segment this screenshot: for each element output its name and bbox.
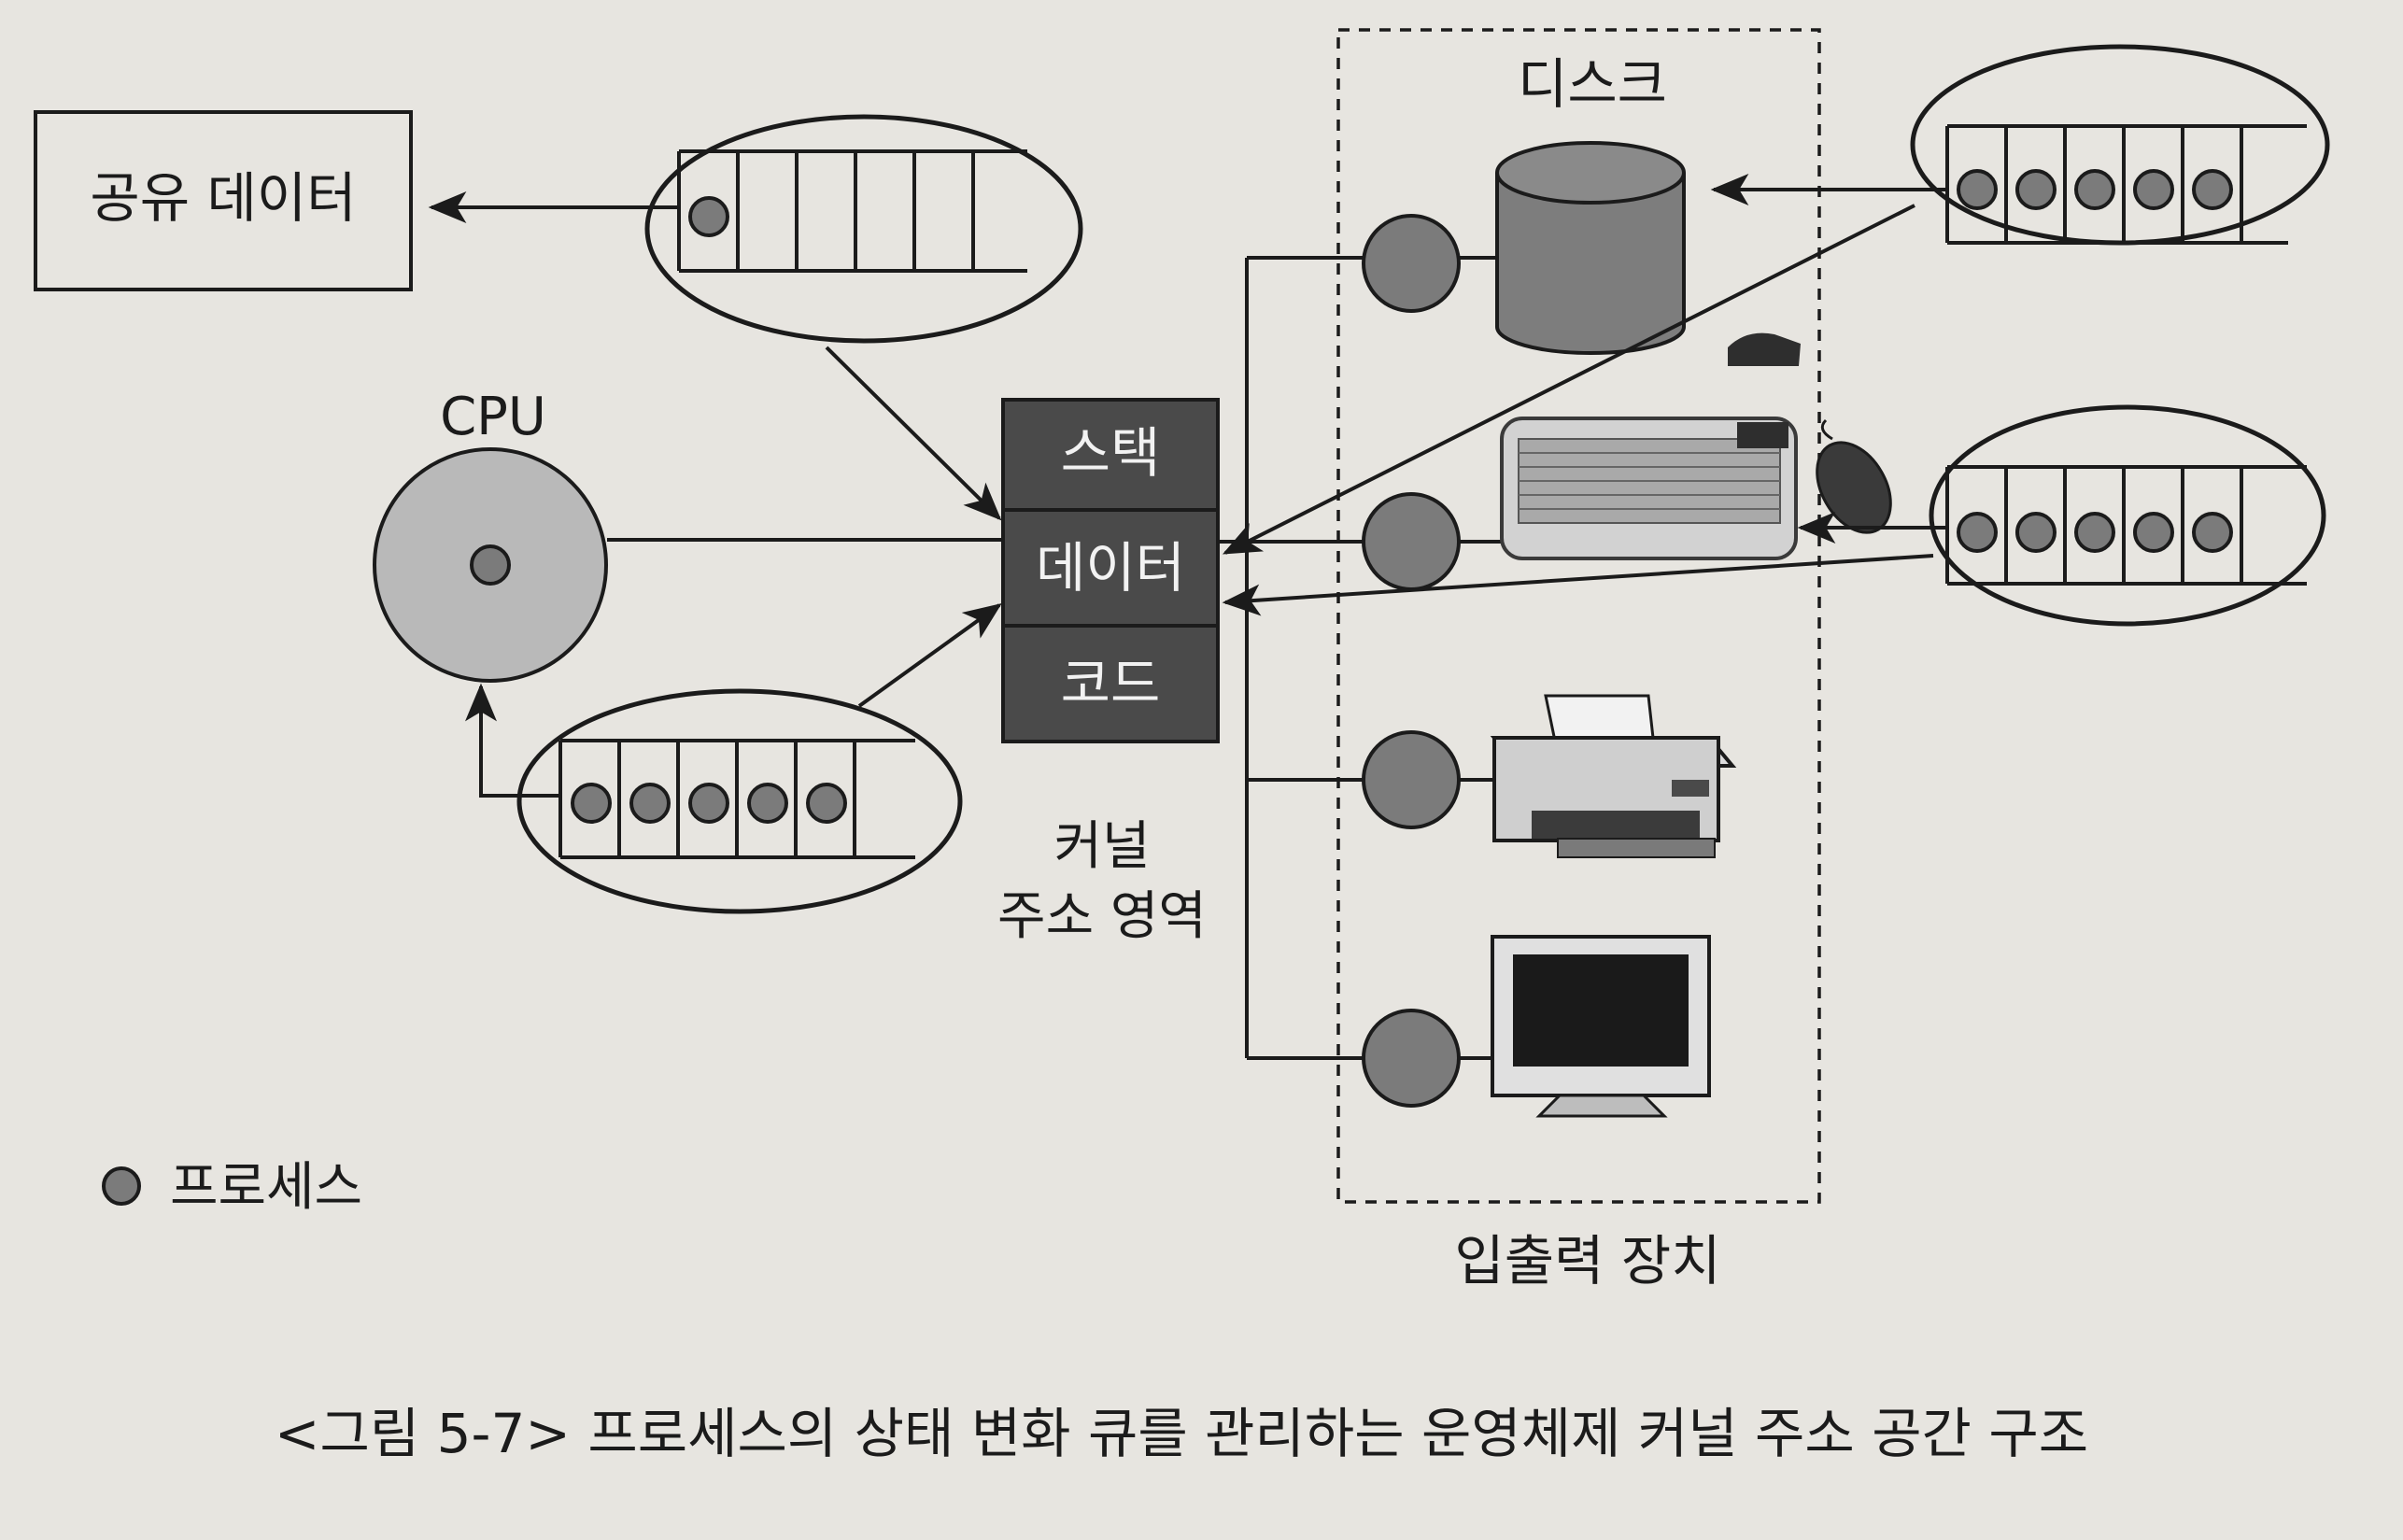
process-token [1362,214,1461,313]
process-token [2192,512,2233,553]
shared-data-box: 공유 데이터 [34,110,413,291]
process-token [102,1166,141,1206]
legend: 프로세스 [102,1157,362,1218]
arrow-keyboard-queue-to-kernel [1222,554,1934,616]
keyboard-icon [1500,332,1801,560]
process-token [629,783,671,824]
disk-queue [1910,44,2330,246]
keyboard-queue [1929,404,2326,627]
kernel-stack-label: 스택 [1061,421,1161,485]
cpu-disc [373,447,608,683]
monitor-icon [1491,935,1711,1118]
cpu-ready-queue [516,688,963,914]
arrow-disk-queue-to-kernel [1222,204,1915,555]
io-device-group [1336,28,1821,1204]
shared-data-label: 공유 데이터 [90,166,356,230]
process-token [2192,169,2233,210]
process-token [571,783,612,824]
io-bus [1218,256,1504,1060]
process-token [2074,512,2115,553]
disk-icon [1495,141,1686,355]
legend-process-label: 프로세스 [170,1157,362,1218]
process-token [1957,169,1998,210]
process-token [2133,169,2174,210]
process-token [806,783,847,824]
kernel-caption-line2: 주소 영역 [997,886,1207,947]
arrow-queue-to-kernel-data [857,603,1002,708]
kernel-caption-line1: 커널 [1053,816,1150,877]
figure-caption: <그림 5-7> 프로세스의 상태 변화 큐를 관리하는 운영체제 커널 주소 … [275,1402,2088,1465]
kernel-address-space: 스택 데이터 코드 [1001,398,1220,743]
printer-icon [1490,694,1737,858]
shared-data-queue [644,114,1083,344]
process-token [688,196,729,237]
process-token [747,783,788,824]
kernel-code-label: 코드 [1061,652,1161,715]
process-token [2074,169,2115,210]
process-token [2133,512,2174,553]
arrow-ready-queue-to-cpu [465,683,560,798]
process-token [1362,1009,1461,1108]
process-token [2015,169,2057,210]
io-group-label: 입출력 장치 [1454,1229,1720,1293]
kernel-data-label: 데이터 [1036,536,1185,600]
process-token [1362,492,1461,591]
process-token [2015,512,2057,553]
cpu-label: CPU [440,387,546,447]
process-token [470,544,511,586]
disk-label: 디스크 [1518,52,1667,116]
mouse-icon [1816,418,1892,534]
process-token [688,783,729,824]
arrow-queue-to-kernel-stack [825,346,1002,521]
process-token [1362,730,1461,829]
process-token [1957,512,1998,553]
